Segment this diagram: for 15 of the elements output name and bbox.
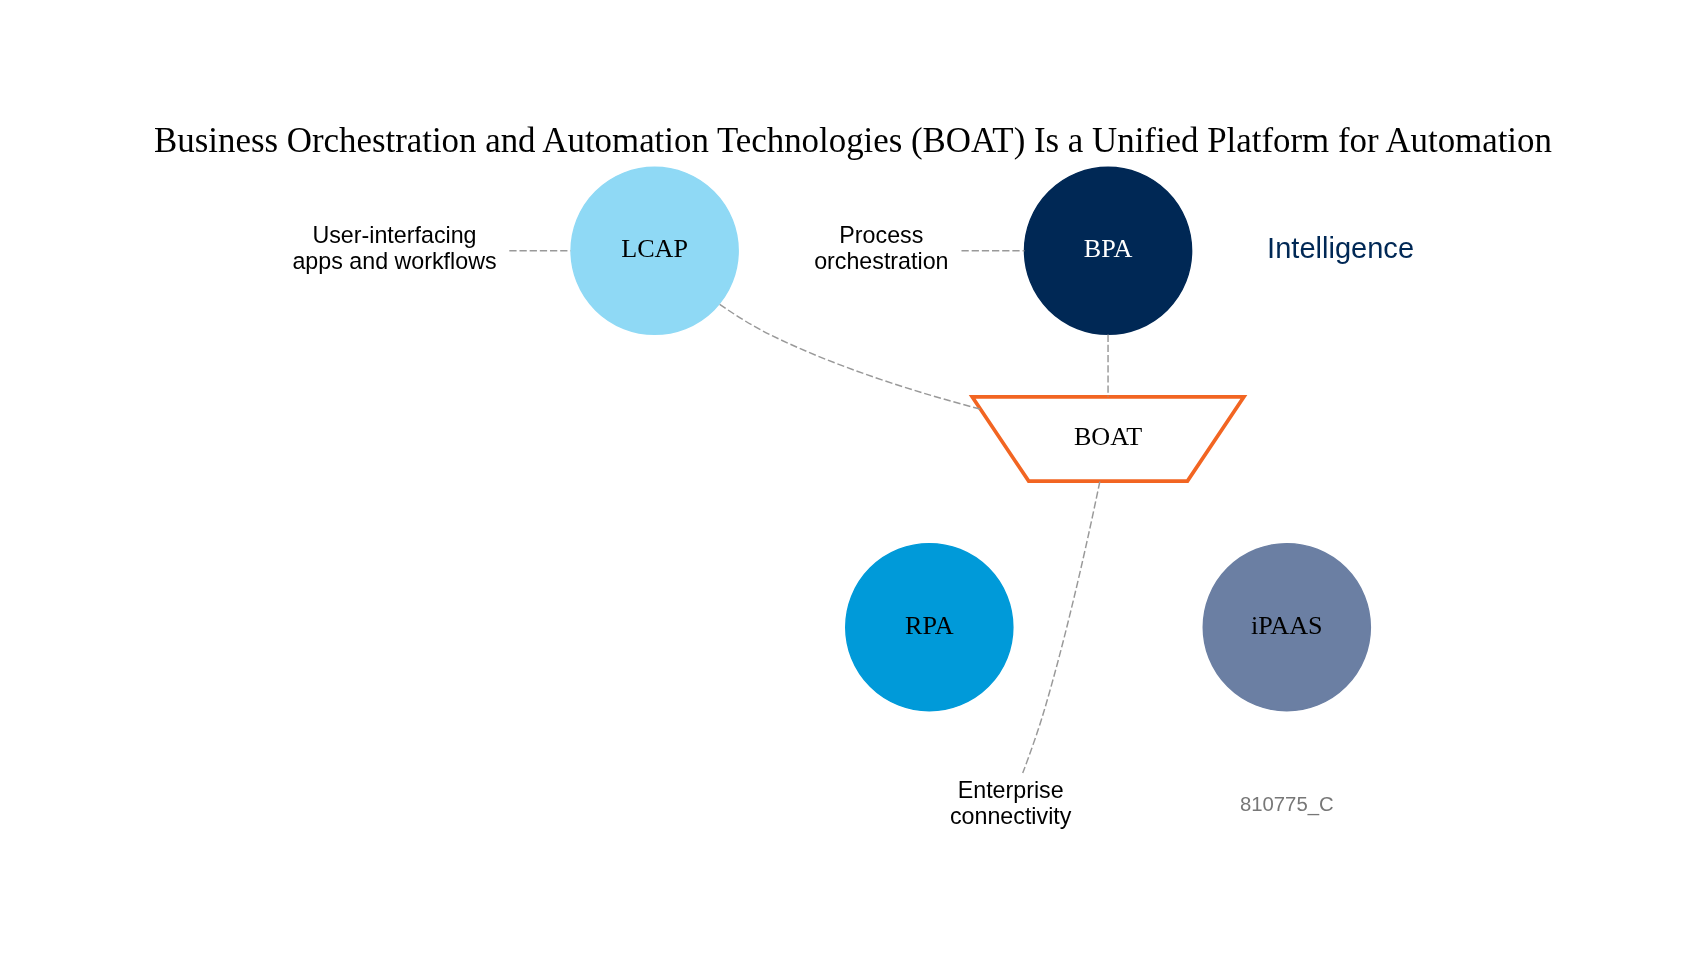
connector [1107, 333, 1109, 397]
node-circle: iPAAS [1202, 542, 1372, 711]
diagram-title: Business Orchestration and Automation Technologies (BOAT) Is a Unified Platform for Automation [154, 120, 1552, 160]
connector [960, 249, 1026, 251]
connector [1021, 480, 1101, 774]
node-text: User-interfacing apps and workflows [292, 221, 497, 274]
label: 810775_C [1239, 792, 1334, 815]
connector [719, 303, 981, 410]
node-circle: LCAP [570, 166, 739, 335]
node-text: Enterprise connectivity [949, 776, 1072, 829]
node-circle: RPA [845, 542, 1014, 711]
connector [508, 249, 572, 251]
node-text: Process orchestration [814, 221, 949, 274]
label: Intelligence [1267, 231, 1415, 264]
node-circle: BPA [1023, 166, 1193, 335]
